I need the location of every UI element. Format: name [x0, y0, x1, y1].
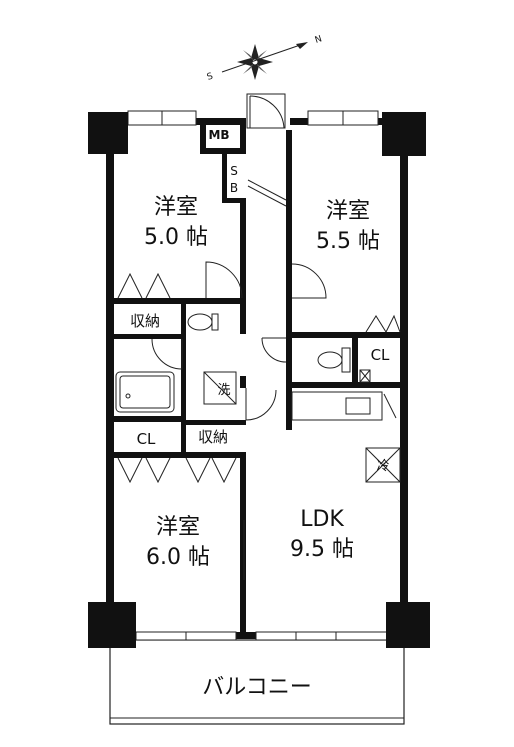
fridge-label: 冷	[376, 459, 389, 474]
entrance	[246, 93, 287, 207]
kitchen-counter	[291, 391, 401, 483]
fridge-box	[365, 447, 401, 483]
closet-label-sw: CL	[137, 430, 156, 448]
compass-rose: N S	[206, 34, 323, 83]
structural-columns	[88, 112, 430, 648]
interior-walls	[106, 118, 408, 636]
toilet-left	[187, 313, 213, 331]
toilet-right	[317, 351, 343, 369]
compass-south-label: S	[206, 71, 215, 82]
windows	[127, 110, 391, 641]
room-size-ldk: 9.5 帖	[290, 537, 354, 562]
room-size-bedroom-nw: 5.0 帖	[144, 225, 208, 250]
compass-north-label: N	[314, 34, 323, 46]
sb-label-s: S	[230, 164, 238, 178]
washer-box	[203, 371, 237, 405]
closet-doors	[117, 272, 401, 484]
mb-label: MB	[208, 128, 229, 142]
balcony-area	[109, 639, 405, 725]
sb-label-b: B	[230, 181, 238, 195]
washer-label: 洗	[217, 383, 230, 398]
door-swings	[151, 261, 327, 580]
storage-label-lower: 収納	[198, 428, 228, 446]
room-name-bedroom-ne: 洋室	[326, 199, 370, 224]
closet-label-ne: CL	[371, 346, 390, 364]
room-size-bedroom-ne: 5.5 帖	[316, 229, 380, 254]
room-name-bedroom-nw: 洋室	[154, 195, 198, 220]
bathtub	[115, 371, 175, 413]
storage-label-upper: 収納	[130, 312, 160, 330]
room-size-bedroom-sw: 6.0 帖	[146, 545, 210, 570]
room-name-ldk: LDK	[300, 507, 344, 532]
bath-fixtures	[115, 313, 371, 413]
balcony-label: バルコニー	[202, 675, 312, 700]
room-name-bedroom-sw: 洋室	[156, 515, 200, 540]
